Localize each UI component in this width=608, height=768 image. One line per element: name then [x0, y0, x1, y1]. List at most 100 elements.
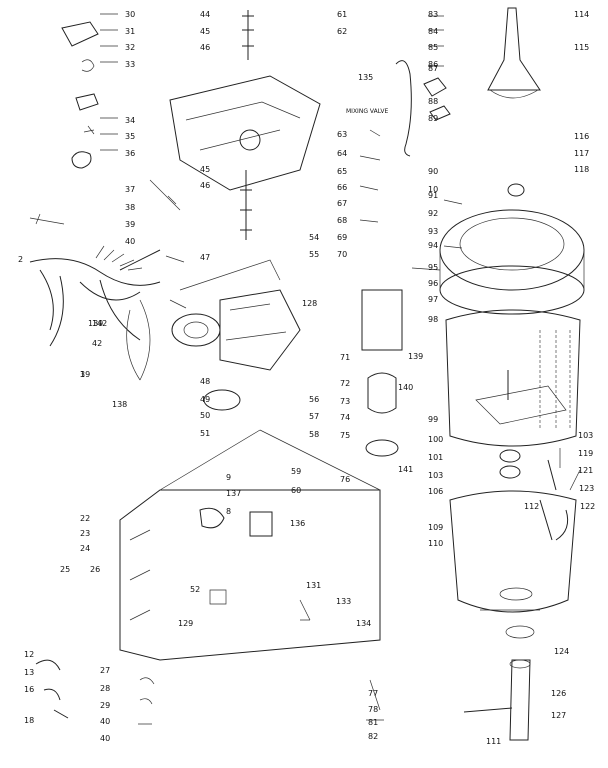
callout-label: 98	[428, 315, 439, 324]
callout-label: 112	[524, 502, 540, 511]
callout-label: 133	[336, 597, 352, 606]
callout-label: 30	[125, 10, 136, 19]
callout-label: 89	[428, 114, 439, 123]
callout-label: 114	[574, 10, 590, 19]
callout-label: 33	[125, 60, 136, 69]
callout-label: 2	[18, 255, 24, 264]
callout-label: 18	[24, 716, 35, 725]
callout-label: 75	[340, 431, 351, 440]
callout-label: 76	[340, 475, 351, 484]
drain-pipe	[463, 659, 531, 741]
callout-label: 96	[428, 279, 439, 288]
callout-label: 55	[309, 250, 320, 259]
callout-label: 127	[551, 711, 567, 720]
bottom-left-parts	[35, 659, 384, 725]
callout-label: 56	[309, 395, 320, 404]
callout-label: 109	[428, 523, 444, 532]
callout-label: 40	[100, 734, 111, 743]
callout-label: 116	[574, 132, 590, 141]
callout-label: 139	[88, 319, 104, 328]
callout-label: 57	[309, 412, 320, 421]
callout-label: 94	[428, 241, 439, 250]
callout-label: 36	[125, 149, 136, 158]
callout-label: 90	[428, 167, 439, 176]
callout-label: 92	[428, 209, 439, 218]
callout-label: 64	[337, 149, 348, 158]
callout-label: 62	[337, 27, 348, 36]
cabinet-frame	[119, 429, 381, 661]
callout-label: 83	[428, 10, 439, 19]
outer-tub	[449, 490, 577, 639]
callout-label: 82	[368, 732, 379, 741]
callout-label: 70	[337, 250, 348, 259]
callout-label: 103	[578, 431, 594, 440]
spin-basket	[445, 309, 581, 447]
callout-label: 84	[428, 27, 439, 36]
callout-label: 10	[428, 185, 439, 194]
callout-label: 24	[80, 544, 91, 553]
callout-label: 32	[125, 43, 136, 52]
callout-label: 27	[100, 666, 111, 675]
callout-label: 86	[428, 60, 439, 69]
callout-label: 101	[428, 453, 444, 462]
callout-label: 35	[125, 132, 136, 141]
top-plate	[169, 10, 321, 240]
bracket-parts-left	[29, 21, 181, 225]
callout-label: 111	[486, 737, 502, 746]
callout-label: 77	[368, 689, 379, 698]
callout-label: 85	[428, 43, 439, 52]
callout-label: 48	[200, 377, 211, 386]
callout-label: 99	[428, 415, 439, 424]
callout-label: 16	[24, 685, 35, 694]
callout-label: 8	[226, 507, 232, 516]
wiring-harness	[29, 245, 161, 381]
agitator	[487, 7, 541, 197]
callout-label: 45	[200, 165, 211, 174]
callout-label: 28	[100, 684, 111, 693]
callout-label: 71	[340, 353, 351, 362]
callout-label: 26	[90, 565, 101, 574]
callout-label: 131	[306, 581, 322, 590]
callout-label: 40	[100, 717, 111, 726]
callout-label: 45	[200, 27, 211, 36]
motor-assembly	[361, 289, 521, 479]
callout-label: 29	[100, 701, 111, 710]
side-fittings	[539, 448, 581, 541]
transmission-assembly	[171, 259, 301, 411]
callout-label: 110	[428, 539, 444, 548]
callout-label: 61	[337, 10, 348, 19]
callout-label: 140	[398, 383, 414, 392]
callout-label: 60	[291, 486, 302, 495]
callout-label: 129	[178, 619, 194, 628]
callout-label: 42	[92, 339, 103, 348]
callout-label: 115	[574, 43, 590, 52]
callout-label: 13	[24, 668, 35, 677]
callout-label: 68	[337, 216, 348, 225]
callout-label: 58	[309, 430, 320, 439]
callout-label: 25	[60, 565, 71, 574]
callout-label: 63	[337, 130, 348, 139]
callout-label: 142	[92, 319, 108, 328]
callout-label: 34	[125, 116, 136, 125]
callout-label: 135	[358, 73, 374, 82]
callout-label: 47	[200, 253, 211, 262]
callout-label: 97	[428, 295, 439, 304]
callout-label: 67	[337, 199, 348, 208]
callout-label: 22	[80, 514, 91, 523]
callout-label: 128	[302, 299, 318, 308]
callout-label: 9	[226, 473, 232, 482]
callout-label: 72	[340, 379, 351, 388]
callout-label: 136	[290, 519, 306, 528]
callout-label: 12	[24, 650, 35, 659]
callout-label: 52	[190, 585, 201, 594]
callout-label: 39	[125, 220, 136, 229]
callout-label: 3	[80, 370, 86, 379]
callout-label: 103	[428, 471, 444, 480]
callout-label: 54	[309, 233, 320, 242]
callout-label: 134	[356, 619, 372, 628]
mixing-valve-note: MIXING VALVE	[346, 108, 389, 115]
callout-label: 40	[125, 237, 136, 246]
